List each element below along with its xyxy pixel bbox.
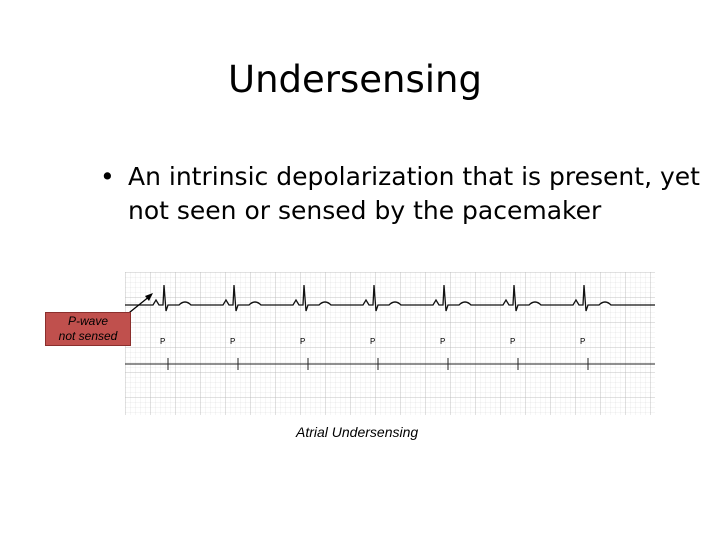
bullet-dot-icon: •: [100, 162, 115, 191]
ecg-waveform: [125, 284, 655, 312]
bullet-item: • An intrinsic depolarization that is pr…: [100, 160, 700, 228]
bullet-list: • An intrinsic depolarization that is pr…: [100, 160, 700, 228]
figure-caption: Atrial Undersensing: [296, 424, 419, 440]
bullet-text: An intrinsic depolarization that is pres…: [128, 162, 700, 225]
pace-marker-label: P: [230, 337, 235, 346]
ecg-grid: [125, 272, 655, 415]
slide-title: Undersensing: [228, 58, 482, 101]
pace-marker-label: P: [510, 337, 515, 346]
p-wave-callout: P-wave not sensed: [45, 312, 131, 346]
pace-marker-label: P: [580, 337, 585, 346]
callout-line-1: P-wave: [67, 314, 108, 328]
ecg-trace: [125, 284, 655, 365]
pace-marker-label: P: [440, 337, 445, 346]
pace-marker-label: P: [370, 337, 375, 346]
pace-marker-label: P: [160, 337, 165, 346]
callout-line-2: not sensed: [58, 329, 118, 343]
pace-marker-label: P: [300, 337, 305, 346]
